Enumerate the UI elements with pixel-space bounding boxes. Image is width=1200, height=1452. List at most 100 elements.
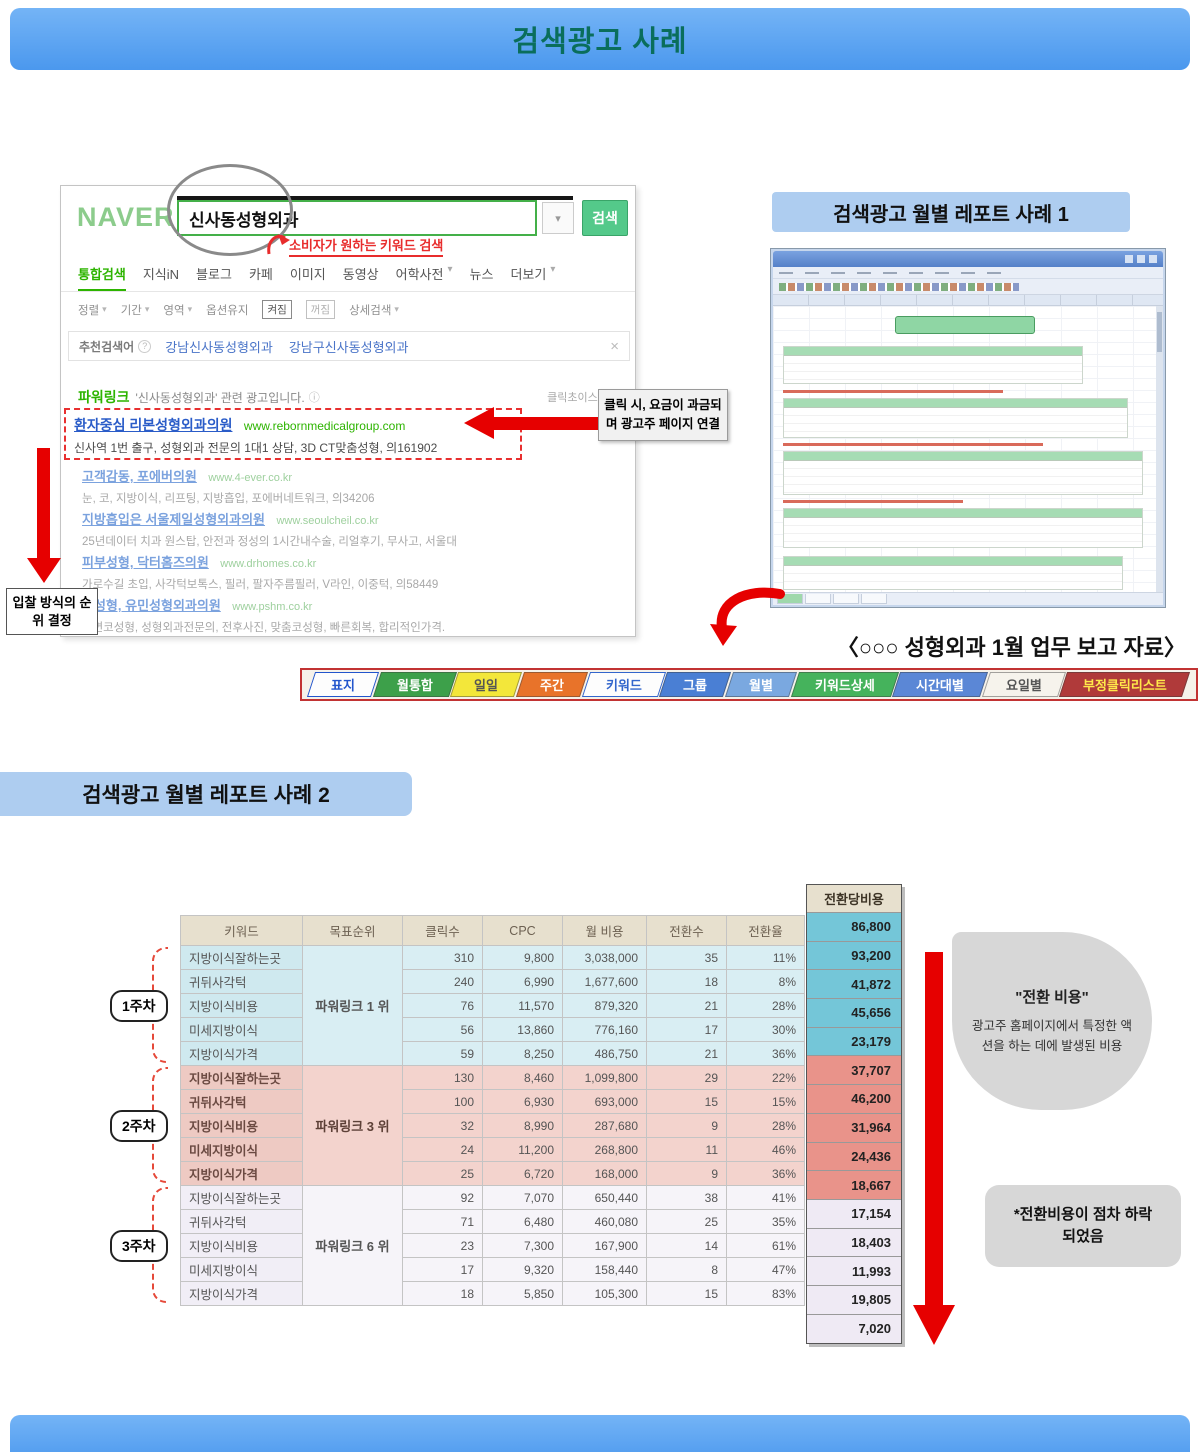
conversions-cell: 14 (646, 1233, 727, 1258)
clicks-cell: 23 (402, 1233, 483, 1258)
cost-cell: 1,677,600 (562, 969, 647, 994)
help-icon[interactable]: ? (138, 339, 152, 353)
slide-title: 검색광고 사례 (512, 26, 688, 58)
sheet-tab-4[interactable]: 키워드 (581, 672, 666, 697)
keyword-cell: 지방이식가격 (180, 1161, 303, 1186)
ad-title-link[interactable]: 코성형, 유민성형외과의원 (82, 598, 221, 613)
table-row: 귀뒤사각턱 240 6,990 1,677,600 18 8% (180, 969, 805, 994)
sheet-tab-9[interactable]: 요일별 (981, 672, 1066, 697)
suggest-link[interactable]: 강남신사동성형외과 (165, 339, 273, 355)
rate-cell: 8% (726, 969, 805, 994)
tab-more[interactable]: 더보기 (510, 267, 547, 282)
clicks-cell: 310 (402, 945, 483, 970)
ad-description: 가로수길 초입, 사각턱보톡스, 필러, 팔자주름필러, V라인, 이중턱, 의… (82, 579, 439, 591)
cost-cell: 287,680 (562, 1113, 647, 1138)
filter-option-label: 옵션유지 (206, 304, 249, 317)
ad-title-link[interactable]: 환자중심 리본성형외과의원 (74, 417, 233, 433)
powerlink-header: 파워링크 '신사동성형외과' 관련 광고입니다. ⓘ 클릭초이스 등록 (78, 387, 621, 407)
cpc-cell: 9,800 (482, 945, 563, 970)
filter-area[interactable]: 영역 (163, 304, 185, 317)
sheet-tab-3[interactable]: 주간 (515, 672, 588, 697)
sheet-tab-label: 시간대별 (916, 678, 964, 693)
sheet-tab-8[interactable]: 시간대별 (892, 672, 988, 697)
ad-url: www.rebornmedicalgroup.com (243, 419, 406, 433)
ad-title-link[interactable]: 지방흡입은 서울제일성형외과의원 (82, 512, 266, 527)
option-off-toggle[interactable]: 꺼짐 (305, 300, 336, 319)
search-scope-dropdown[interactable]: ▾ (542, 202, 574, 234)
clicks-cell: 92 (402, 1185, 483, 1210)
table-row: 귀뒤사각턱 71 6,480 460,080 25 35% (180, 1209, 805, 1234)
target-rank-cell: 파워링크 3 위 (302, 1065, 403, 1186)
sheet-tab-10[interactable]: 부정클릭리스트 (1059, 672, 1191, 697)
ad-title-link[interactable]: 피부성형, 닥터홈즈의원 (82, 555, 209, 570)
cpc-cell: 11,200 (482, 1137, 563, 1162)
clicks-cell: 25 (402, 1161, 483, 1186)
sheet-tab-label: 월통합 (396, 678, 433, 693)
cpc-cell: 6,930 (482, 1089, 563, 1114)
ad-url: www.4-ever.co.kr (208, 472, 293, 484)
select-caret-icon: ▾ (555, 212, 561, 225)
cost-per-conversion-column: 전환당비용 86,800 93,200 41,872 45,656 23,179… (806, 884, 902, 1345)
col-clicks: 클릭수 (402, 915, 483, 946)
filter-detail[interactable]: 상세검색 (349, 304, 392, 317)
ad-listing: 피부성형, 닥터홈즈의원 www.drhomes.co.kr 가로수길 초입, … (82, 552, 612, 594)
clicks-cell: 32 (402, 1113, 483, 1138)
chevron-down-icon: ▾ (144, 304, 150, 314)
ad-description: 25년데이터 치과 원스탑, 안전과 정성의 1시간내수술, 리얼후기, 무사고… (82, 536, 457, 548)
keyword-cell: 지방이식잘하는곳 (180, 1065, 303, 1090)
tab-video[interactable]: 동영상 (342, 267, 379, 282)
filter-period[interactable]: 기간 (120, 304, 142, 317)
chevron-down-icon: ▾ (550, 264, 556, 275)
sheet-tab-label: 주간 (539, 678, 564, 693)
table-row: 미세지방이식 17 9,320 158,440 8 47% (180, 1257, 805, 1282)
table-row: 지방이식비용 76 11,570 879,320 21 28% (180, 993, 805, 1018)
sheet-tab-2[interactable]: 일일 (450, 672, 523, 697)
powerlink-label: 파워링크 (78, 389, 130, 405)
cost-cell: 158,440 (562, 1257, 647, 1282)
clicks-cell: 18 (402, 1281, 483, 1306)
cpc-cell: 8,460 (482, 1065, 563, 1090)
search-button[interactable]: 검색 (582, 200, 628, 236)
keyword-cell: 지방이식비용 (180, 1113, 303, 1138)
clicks-cell: 130 (402, 1065, 483, 1090)
conversions-cell: 9 (646, 1161, 727, 1186)
rate-cell: 15% (726, 1089, 805, 1114)
suggest-link[interactable]: 강남구신사동성형외과 (288, 339, 409, 355)
tab-image[interactable]: 이미지 (289, 267, 326, 282)
close-icon[interactable]: × (610, 337, 619, 355)
excel-column-headers (773, 295, 1163, 306)
sheet-tab-7[interactable]: 키워드상세 (790, 672, 899, 697)
sheet-tab-1[interactable]: 월통합 (372, 672, 457, 697)
filter-sort[interactable]: 정렬 (78, 304, 100, 317)
info-icon[interactable]: ⓘ (308, 392, 320, 404)
option-on-toggle[interactable]: 켜짐 (262, 300, 292, 319)
keyword-cell: 지방이식가격 (180, 1281, 303, 1306)
tab-blog[interactable]: 블로그 (196, 267, 232, 282)
ad-title-link[interactable]: 고객감동, 포에버의원 (82, 469, 197, 484)
cost-cell: 693,000 (562, 1089, 647, 1114)
sheet-tab-6[interactable]: 월별 (724, 672, 797, 697)
rate-cell: 41% (726, 1185, 805, 1210)
clicks-cell: 76 (402, 993, 483, 1018)
sheet-red-note (783, 390, 1003, 393)
conversions-cell: 21 (646, 993, 727, 1018)
sheet-tab-label: 일일 (474, 678, 499, 693)
cost-cell: 3,038,000 (562, 945, 647, 970)
cpa-cell: 46,200 (807, 1085, 901, 1114)
tab-integrated-search[interactable]: 통합검색 (78, 264, 126, 291)
scrollbar[interactable] (1156, 306, 1163, 592)
tab-cafe[interactable]: 카페 (248, 267, 273, 282)
cpa-cell: 86,800 (807, 913, 901, 942)
tab-kin[interactable]: 지식iN (142, 267, 180, 282)
sheet-tab-label: 부정클릭리스트 (1083, 678, 1168, 693)
keyword-cell: 지방이식비용 (180, 993, 303, 1018)
rate-cell: 35% (726, 1209, 805, 1234)
conversion-cost-bubble: "전환 비용" 광고주 홈페이지에서 특정한 액션을 하는 데에 발생된 비용 (952, 932, 1152, 1110)
col-cpc: CPC (482, 915, 563, 946)
week3-label: 3주차 (110, 1230, 168, 1262)
tab-dictionary[interactable]: 어학사전 (395, 267, 444, 282)
tab-news[interactable]: 뉴스 (469, 267, 494, 282)
sheet-tab-5[interactable]: 그룹 (659, 672, 732, 697)
sheet-tab-0[interactable]: 표지 (306, 672, 379, 697)
